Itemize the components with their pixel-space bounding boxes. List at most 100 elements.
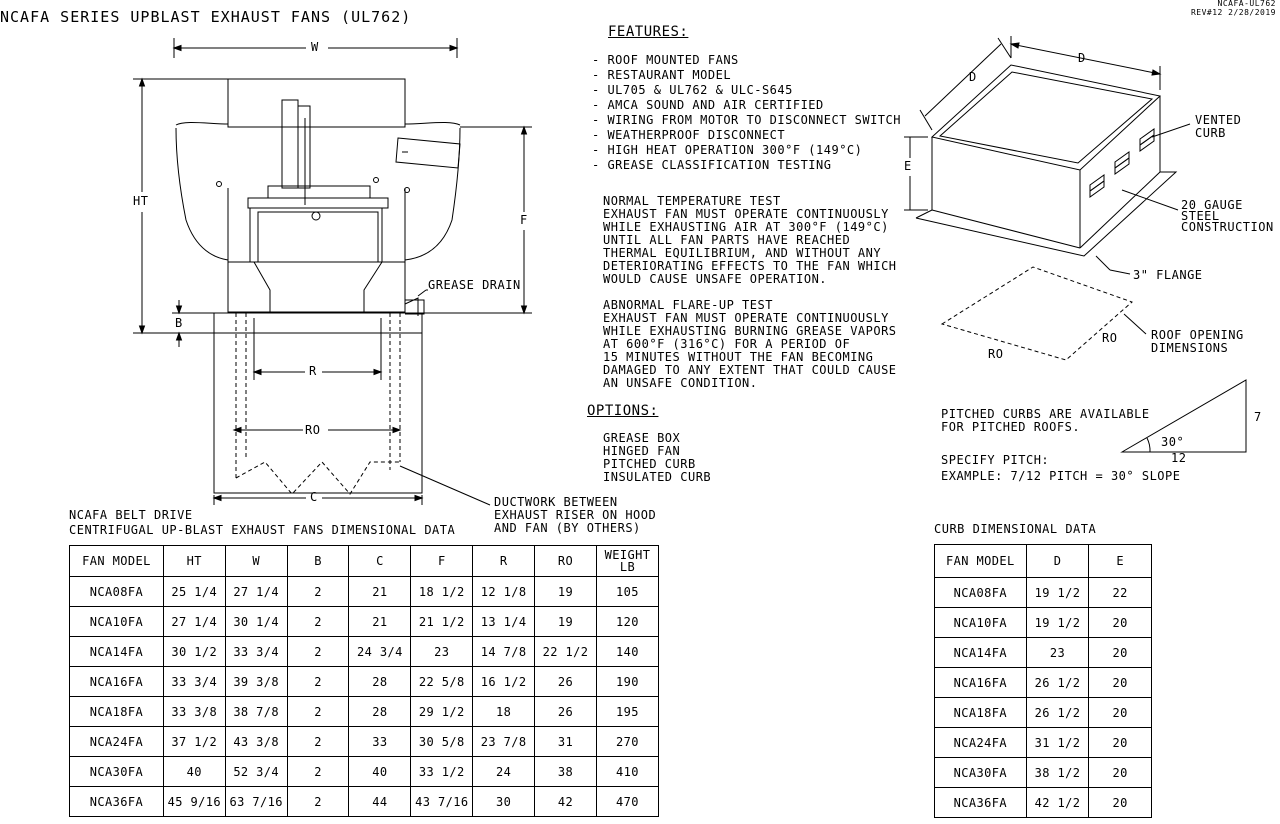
dim-label-w: W — [311, 40, 319, 54]
table-cell: 21 — [348, 606, 412, 637]
table-cell: 26 — [534, 666, 597, 697]
fan-model-cell: NCA24FA — [934, 727, 1027, 758]
list-item: - WIRING FROM MOTOR TO DISCONNECT SWITCH — [592, 113, 901, 127]
col-header-ht: HT — [162, 545, 226, 577]
roof-opening-ro-right: RO — [1102, 331, 1118, 345]
table-cell: 63 7/16 — [224, 786, 288, 817]
table-cell: 16 1/2 — [472, 666, 536, 697]
table-cell: 19 1/2 — [1025, 577, 1090, 608]
fan-model-cell: NCA10FA — [934, 607, 1027, 638]
table-cell: 33 3/4 — [162, 666, 226, 697]
col-header-c: C — [348, 545, 412, 577]
col-header-ro: RO — [534, 545, 597, 577]
specify-pitch-label: SPECIFY PITCH: — [941, 453, 1050, 467]
table-cell: 30 1/2 — [162, 636, 226, 667]
list-item: HINGED FAN — [603, 444, 681, 458]
fan-model-cell: NCA08FA — [934, 577, 1027, 608]
table-cell: 44 — [348, 786, 412, 817]
curb-table-caption: CURB DIMENSIONAL DATA — [934, 522, 1097, 536]
table-cell: 2 — [286, 636, 350, 667]
table-cell: 30 5/8 — [410, 726, 474, 757]
list-item: GREASE BOX — [603, 431, 681, 445]
table-cell: 18 — [472, 696, 536, 727]
dim-label-r: R — [309, 364, 317, 378]
table-cell: 19 — [534, 606, 597, 637]
table-cell: 43 7/16 — [410, 786, 474, 817]
fan-dimensional-table: FAN MODEL HT W B C F R RO WEIGHT LB NCA0… — [69, 545, 660, 817]
table-cell: 20 — [1088, 637, 1152, 668]
table-cell: 21 1/2 — [410, 606, 474, 637]
table-cell: 270 — [595, 726, 660, 757]
table-cell: 33 — [348, 726, 412, 757]
table-cell: 45 9/16 — [162, 786, 226, 817]
table-cell: 24 3/4 — [348, 636, 412, 667]
options-heading: OPTIONS: — [587, 403, 659, 419]
col-header-fan-model: FAN MODEL — [69, 545, 164, 577]
revision-stamp: REV#12 2/28/2019 — [1190, 8, 1276, 17]
table-cell: 2 — [286, 726, 350, 757]
table-cell: 2 — [286, 756, 350, 787]
curb-dim-e: E — [904, 159, 912, 173]
list-item: - GREASE CLASSIFICATION TESTING — [592, 158, 832, 172]
dim-label-ht: HT — [133, 194, 149, 208]
table-cell: 38 7/8 — [224, 696, 288, 727]
table-cell: 42 — [534, 786, 597, 817]
col-header-weight: WEIGHT LB — [595, 545, 660, 577]
fan-model-cell: NCA30FA — [934, 757, 1027, 788]
table-cell: 20 — [1088, 787, 1152, 818]
dim-label-ro: RO — [305, 423, 321, 437]
fan-model-cell: NCA36FA — [69, 786, 164, 817]
list-item: PITCHED CURB — [603, 457, 696, 471]
table-cell: 410 — [595, 756, 660, 787]
curb-dim-d-top: D — [1078, 51, 1086, 65]
list-item: - ROOF MOUNTED FANS — [592, 53, 739, 67]
col-header-f: F — [410, 545, 474, 577]
table-cell: 26 1/2 — [1025, 667, 1090, 698]
steel-construction-label: 20 GAUGE STEEL CONSTRUCTION — [1181, 198, 1274, 234]
document-id: NCAFA-UL762 — [1217, 0, 1276, 8]
page-title: NCAFA SERIES UPBLAST EXHAUST FANS (UL762… — [0, 8, 412, 26]
fan-table-caption: NCAFA BELT DRIVE CENTRIFUGAL UP-BLAST EX… — [69, 508, 456, 537]
flare-up-test: ABNORMAL FLARE-UP TEST EXHAUST FAN MUST … — [603, 298, 897, 390]
features-list: - ROOF MOUNTED FANS - RESTAURANT MODEL -… — [592, 53, 901, 173]
table-cell: 52 3/4 — [224, 756, 288, 787]
roof-opening-label: ROOF OPENING DIMENSIONS — [1151, 328, 1244, 355]
table-cell: 31 — [534, 726, 597, 757]
col-header-b: B — [286, 545, 350, 577]
options-list: GREASE BOX HINGED FAN PITCHED CURB INSUL… — [603, 432, 711, 484]
table-cell: 2 — [286, 576, 350, 607]
table-cell: 20 — [1088, 607, 1152, 638]
table-cell: 30 1/4 — [224, 606, 288, 637]
table-cell: 20 — [1088, 757, 1152, 788]
table-cell: 28 — [348, 696, 412, 727]
fan-model-cell: NCA36FA — [934, 787, 1027, 818]
fan-model-cell: NCA16FA — [69, 666, 164, 697]
table-cell: 22 — [1088, 577, 1152, 608]
table-cell: 33 3/4 — [224, 636, 288, 667]
pitch-example: EXAMPLE: 7/12 PITCH = 30° SLOPE — [941, 469, 1181, 483]
table-cell: 14 7/8 — [472, 636, 536, 667]
table-cell: 105 — [595, 576, 660, 607]
table-cell: 470 — [595, 786, 660, 817]
table-cell: 18 1/2 — [410, 576, 474, 607]
ductwork-note: DUCTWORK BETWEEN EXHAUST RISER ON HOOD A… — [494, 495, 657, 535]
table-cell: 140 — [595, 636, 660, 667]
features-heading: FEATURES: — [608, 24, 689, 40]
table-cell: 2 — [286, 606, 350, 637]
table-cell: 120 — [595, 606, 660, 637]
